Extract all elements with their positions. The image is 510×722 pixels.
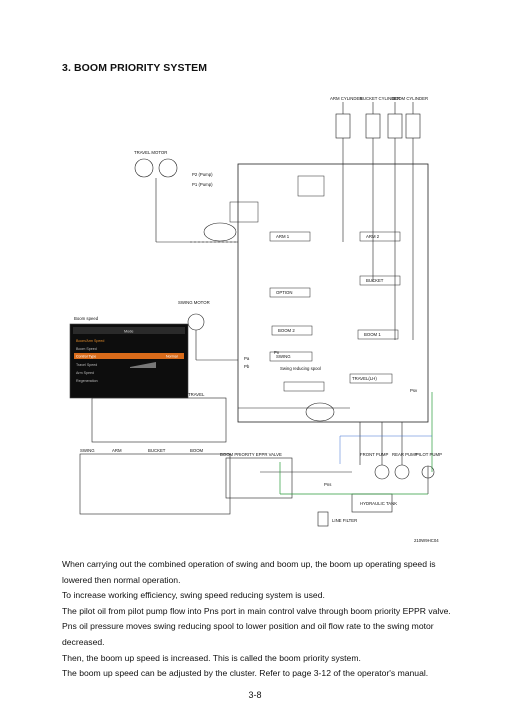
spool-label-boom2: BOOM 2 — [278, 328, 295, 333]
port-pn-label: Pn — [274, 350, 280, 355]
cluster-item: Boom/Arm Speed — [76, 339, 104, 343]
body-paragraph: The boom up speed can be adjusted by the… — [62, 668, 429, 679]
travel-motor-left-icon — [134, 158, 154, 178]
arm-lever-label: ARM — [112, 448, 122, 453]
travel-motor-label: TRAVEL MOTOR — [134, 150, 167, 155]
cluster-selected-value: Normal — [166, 355, 178, 359]
pilot-pump-label: PILOT PUMP — [416, 452, 442, 457]
port-pb-label: Pb — [244, 364, 250, 369]
cluster-item: Regeneration — [76, 379, 98, 383]
front-pump-icon — [374, 464, 390, 480]
page-number: 3-8 — [248, 690, 262, 700]
body-paragraph: Then, the boom up speed is increased. Th… — [62, 652, 361, 663]
section-title: 3. BOOM PRIORITY SYSTEM — [62, 62, 208, 74]
rear-pump-label: REAR PUMP — [392, 452, 418, 457]
travel-motor-right-icon — [158, 158, 178, 178]
cluster-item: Boom Speed — [76, 347, 97, 351]
swing-lever-label: SWING — [80, 448, 95, 453]
figure-code: 210W9HC04 — [414, 538, 439, 543]
port-p2-label: P2 (Pump) — [192, 172, 213, 177]
body-paragraph: The pilot oil from pilot pump flow into … — [62, 605, 451, 647]
swing-reducing-label: Swing reducing spool — [280, 366, 321, 371]
port-psv-label: Psv — [410, 388, 418, 393]
boom-speed-label: Boom speed — [74, 316, 99, 321]
boom-lever-label: BOOM — [190, 448, 204, 453]
spool-label-bucket: BUCKET — [366, 278, 384, 283]
cylinder-label-boom: BOOM CYLINDER — [392, 96, 428, 101]
cluster-item: Control Type — [76, 355, 96, 359]
eppr-label: BOOM PRIORITY EPPR VALVE — [220, 452, 282, 457]
body-paragraph: To increase working efficiency, swing sp… — [62, 590, 325, 601]
bucket-lever-label: BUCKET — [148, 448, 166, 453]
port-p1-label: P1 (Pump) — [192, 182, 213, 187]
spool-label-arm2: ARM 2 — [366, 234, 380, 239]
front-pump-label: FRONT PUMP — [360, 452, 388, 457]
cylinder-label-arm: ARM CYLINDER — [330, 96, 362, 101]
port-pa-label: Pa — [244, 356, 250, 361]
line-filter-icon — [317, 511, 329, 527]
cluster-item: Arm Speed — [76, 371, 94, 375]
line-filter-label: LINE FILTER — [332, 518, 357, 523]
body-text: When carrying out the combined operation… — [62, 557, 462, 682]
spool-label-swing: SWING — [276, 354, 291, 359]
cluster-display: Mode Boom/Arm Speed Boom Speed Control T… — [69, 323, 189, 399]
port-pns-label: Pns — [324, 482, 331, 487]
cylinder-label-bucket: BUCKET CYLINDER — [360, 96, 400, 101]
travel-label: TRAVEL — [188, 392, 205, 397]
rear-pump-icon — [394, 464, 410, 480]
spool-label-boom1: BOOM 1 — [364, 332, 381, 337]
spool-label-travel-lh: TRAVEL(LH) — [352, 376, 377, 381]
cluster-item: Travel Speed — [76, 363, 97, 367]
spool-label-option: OPTION — [276, 290, 292, 295]
hydraulic-circuit-diagram: ARM CYLINDER BUCKET CYLINDER BOOM CYLIND… — [69, 96, 442, 543]
swing-motor-label: SWING MOTOR — [178, 300, 210, 305]
swing-motor-icon — [187, 313, 205, 331]
cylinder-group — [335, 102, 421, 139]
body-paragraph: When carrying out the combined operation… — [62, 559, 436, 585]
cluster-header: Mode — [124, 330, 134, 334]
hydraulic-tank-label: HYDRAULIC TANK — [360, 501, 397, 506]
spool-label-arm1: ARM 1 — [276, 234, 290, 239]
